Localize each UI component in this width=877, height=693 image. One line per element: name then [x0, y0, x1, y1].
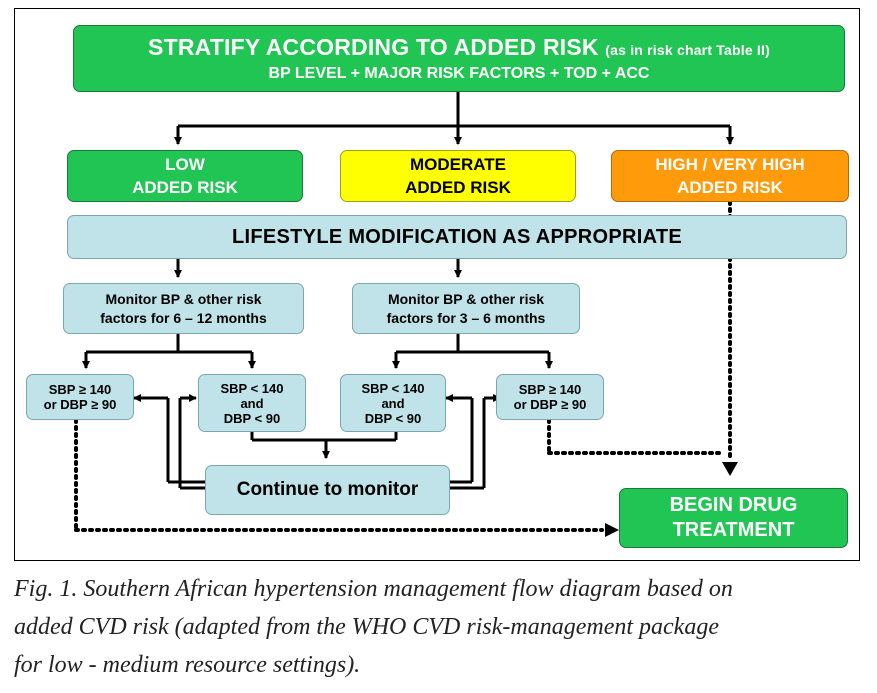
stratify-box: STRATIFY ACCORDING TO ADDED RISK (as in … — [73, 25, 845, 92]
low-risk-line2: ADDED RISK — [132, 178, 238, 197]
figure-caption: Fig. 1. Southern African hypertension ma… — [14, 570, 864, 684]
monitor-moderate-line2: factors for 3 – 6 months — [386, 309, 546, 326]
high-risk-line2: ADDED RISK — [677, 178, 783, 197]
sbp-low-right-box: SBP < 140 and DBP < 90 — [340, 374, 446, 432]
low-risk-line1: LOW — [165, 155, 205, 174]
begin-drug-treatment-box: BEGIN DRUG TREATMENT — [619, 488, 848, 548]
sbp-high-left-line1: SBP ≥ 140 — [48, 382, 112, 397]
high-risk-line1: HIGH / VERY HIGH — [655, 155, 805, 174]
drug-line1: BEGIN DRUG — [669, 494, 798, 516]
sbp-high-left-line2: or DBP ≥ 90 — [43, 397, 117, 412]
sbp-low-left-box: SBP < 140 and DBP < 90 — [198, 374, 306, 432]
lifestyle-box: LIFESTYLE MODIFICATION AS APPROPRIATE — [67, 215, 847, 259]
stratify-subtitle: BP LEVEL + MAJOR RISK FACTORS + TOD + AC… — [268, 65, 650, 82]
sbp-high-left-box: SBP ≥ 140 or DBP ≥ 90 — [26, 374, 134, 420]
high-risk-box: HIGH / VERY HIGH ADDED RISK — [611, 150, 849, 202]
sbp-high-right-box: SBP ≥ 140 or DBP ≥ 90 — [496, 374, 604, 420]
moderate-risk-box: MODERATE ADDED RISK — [340, 150, 576, 202]
monitor-low-box: Monitor BP & other risk factors for 6 – … — [63, 283, 304, 334]
continue-monitor-text: Continue to monitor — [236, 479, 419, 500]
sbp-low-left-line3: DBP < 90 — [223, 410, 281, 426]
sbp-low-left-line1: SBP < 140 — [220, 380, 284, 396]
moderate-risk-line2: ADDED RISK — [405, 178, 511, 197]
stratify-title-line: STRATIFY ACCORDING TO ADDED RISK (as in … — [148, 34, 770, 61]
caption-line1: Fig. 1. Southern African hypertension ma… — [14, 576, 733, 602]
stratify-note: (as in risk chart Table II) — [605, 42, 770, 58]
monitor-low-line1: Monitor BP & other risk — [105, 290, 262, 307]
moderate-risk-line1: MODERATE — [409, 155, 506, 174]
sbp-low-left-line2: and — [240, 395, 264, 411]
sbp-low-right-line1: SBP < 140 — [361, 380, 425, 396]
caption-line2: added CVD risk (adapted from the WHO CVD… — [14, 614, 719, 640]
dotted-arrowhead-drug-left — [605, 523, 619, 537]
sbp-low-right-line3: DBP < 90 — [364, 410, 422, 426]
monitor-moderate-line1: Monitor BP & other risk — [387, 290, 545, 307]
low-risk-box: LOW ADDED RISK — [67, 150, 303, 202]
sbp-high-right-line2: or DBP ≥ 90 — [513, 397, 587, 412]
sbp-high-right-line1: SBP ≥ 140 — [518, 382, 582, 397]
lifestyle-text: LIFESTYLE MODIFICATION AS APPROPRIATE — [232, 225, 682, 248]
monitor-low-line2: factors for 6 – 12 months — [100, 309, 267, 326]
continue-monitor-box: Continue to monitor — [205, 465, 450, 515]
monitor-moderate-box: Monitor BP & other risk factors for 3 – … — [352, 283, 580, 334]
caption-line3: for low - medium resource settings). — [14, 652, 361, 678]
stratify-title: STRATIFY ACCORDING TO ADDED RISK — [148, 34, 599, 60]
dotted-arrowhead-drug-top — [722, 462, 738, 476]
drug-line2: TREATMENT — [672, 519, 795, 541]
sbp-low-right-line2: and — [381, 395, 405, 411]
